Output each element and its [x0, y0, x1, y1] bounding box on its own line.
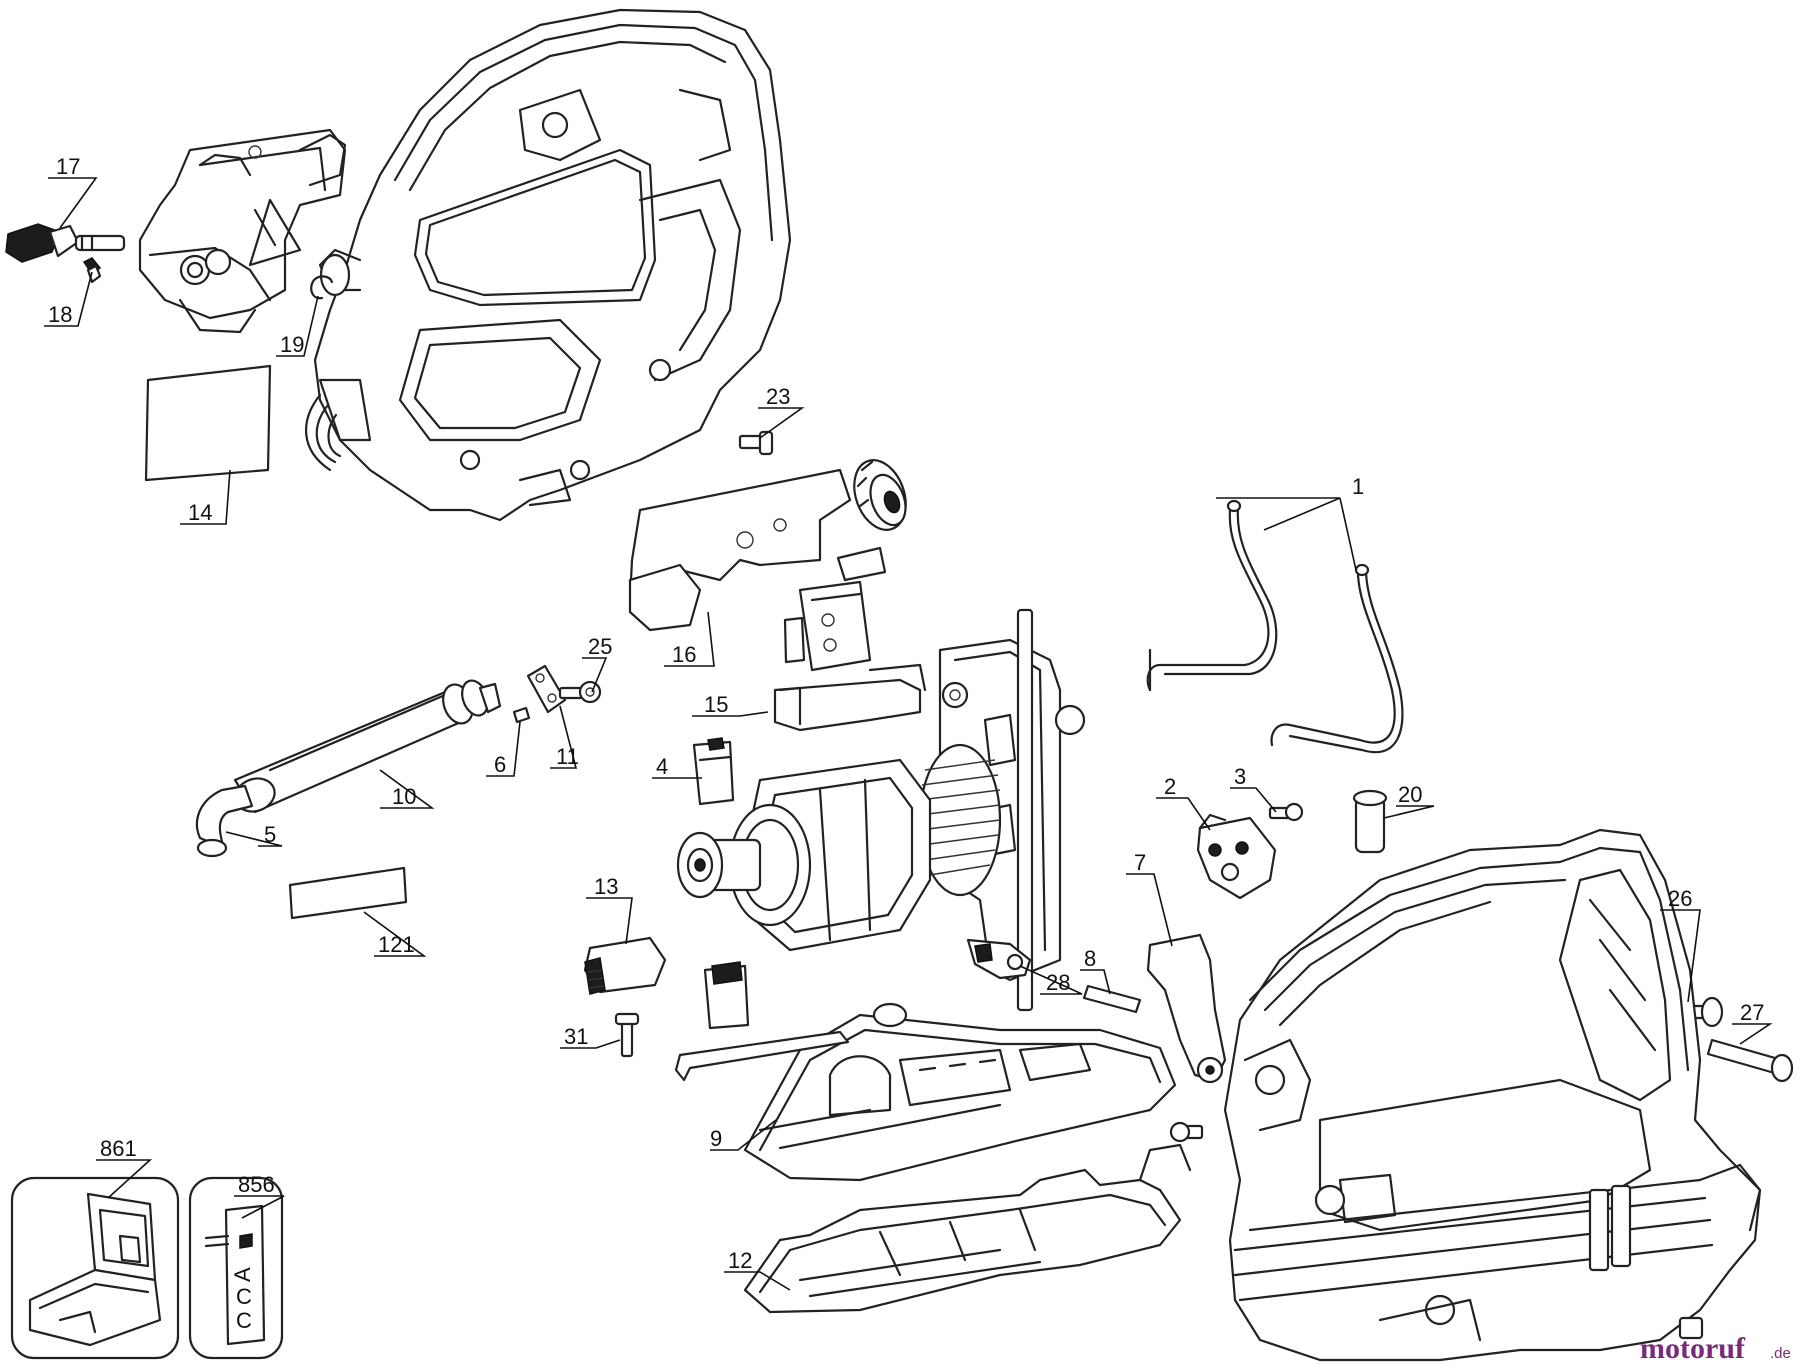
- part-9-gear-plate: [674, 1002, 1177, 1182]
- label-4: 4: [656, 754, 668, 779]
- part-1-wires: [1146, 499, 1404, 754]
- part-16-support-bracket: [628, 459, 907, 632]
- housing-half-right: [1223, 828, 1762, 1362]
- housing-screw-small: [1169, 1121, 1204, 1143]
- label-17: 17: [56, 154, 80, 179]
- part-14-label-plate: [144, 364, 272, 482]
- watermark-tld: .de: [1770, 1345, 1791, 1362]
- watermark-brand: motoruf: [1640, 1332, 1746, 1365]
- part-18-set-screw: [82, 257, 102, 284]
- part-20-sleeve: [1352, 789, 1388, 854]
- motor-assembly: [676, 608, 1086, 1012]
- part-13-trigger: [583, 936, 667, 995]
- part-11-plate: [526, 664, 567, 714]
- part-7-bracket: [1146, 933, 1227, 1084]
- part-31-screw: [614, 1012, 640, 1058]
- part-15-switch: [773, 580, 927, 732]
- label-861: 861: [100, 1136, 137, 1161]
- part-6-pin: [512, 706, 531, 724]
- counterweight-cover-plate: [138, 128, 347, 334]
- label-20: 20: [1398, 782, 1422, 807]
- part-25-screw: [558, 680, 602, 704]
- label-9: 9: [710, 1126, 722, 1151]
- card-letter-1: A: [230, 1267, 255, 1282]
- label-19: 19: [280, 332, 304, 357]
- label-7: 7: [1134, 850, 1146, 875]
- label-26: 26: [1668, 886, 1692, 911]
- label-23: 23: [766, 384, 790, 409]
- label-3: 3: [1234, 764, 1246, 789]
- label-2: 2: [1164, 774, 1176, 799]
- label-121: 121: [378, 932, 415, 957]
- part-861-carry-case: [10, 1176, 180, 1360]
- part-5-elbow: [195, 784, 254, 858]
- part-3-screw: [1268, 802, 1304, 822]
- part-4-brush-holder: [692, 737, 735, 806]
- housing-half-left: [305, 8, 792, 522]
- label-15: 15: [704, 692, 728, 717]
- brush-holder-lower: [703, 961, 750, 1030]
- label-5: 5: [264, 822, 276, 847]
- label-14: 14: [188, 500, 212, 525]
- label-28: 28: [1046, 970, 1070, 995]
- label-31: 31: [564, 1024, 588, 1049]
- label-11: 11: [556, 744, 579, 769]
- watermark-logo: motoruf .de: [1640, 1332, 1791, 1365]
- label-1: 1: [1352, 474, 1364, 499]
- part-19-circlip: [310, 275, 334, 300]
- label-856: 856: [238, 1172, 275, 1197]
- part-121-label: [288, 866, 408, 920]
- part-856-accessory-card: A C C: [188, 1176, 284, 1360]
- label-10: 10: [392, 784, 416, 809]
- label-18: 18: [48, 302, 72, 327]
- label-25: 25: [588, 634, 612, 659]
- label-8: 8: [1084, 946, 1096, 971]
- part-28-lever: [966, 938, 1032, 980]
- part-2-terminal-block: [1196, 813, 1277, 900]
- label-12: 12: [728, 1248, 752, 1273]
- part-23-screw: [738, 430, 774, 456]
- part-27-screw: [1706, 1038, 1794, 1083]
- part-numbers: 17 18 19 14 23 16 25 15 11 6 4 10 5 1 3 …: [48, 154, 1764, 1273]
- part-10-tube: [233, 679, 502, 814]
- part-17-blade-clamp: [5, 223, 126, 263]
- label-16: 16: [672, 642, 696, 667]
- label-6: 6: [494, 752, 506, 777]
- part-12-shoe: [743, 1143, 1192, 1314]
- leader-lines: [44, 177, 1773, 1291]
- card-letter-3: C: [236, 1308, 252, 1333]
- label-13: 13: [594, 874, 618, 899]
- card-letter-2: C: [236, 1284, 252, 1309]
- part-8-pin: [1082, 984, 1142, 1014]
- label-27: 27: [1740, 1000, 1764, 1025]
